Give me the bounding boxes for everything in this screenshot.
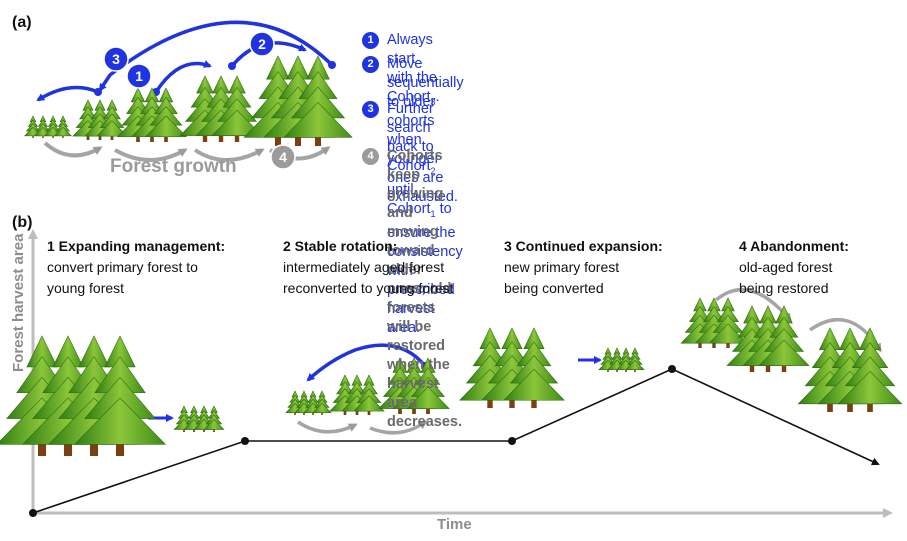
svg-text:1: 1 [135, 68, 143, 84]
tree-icon [353, 374, 385, 415]
growth-arrow [43, 141, 103, 158]
tree-icon [625, 347, 645, 372]
step-badge-icon: 1 [126, 63, 152, 89]
tree-icon [283, 55, 353, 146]
tree-icon [33, 115, 53, 138]
growth-arrow [297, 420, 358, 434]
legend-text: Further search back to Cohort [387, 101, 434, 174]
phase-4-label: 4 Abandonment: old-aged forest being res… [739, 238, 849, 296]
breakpoint [508, 437, 516, 445]
panel-b-axes [28, 229, 893, 518]
tree-icon [53, 115, 73, 138]
growth-arrow [369, 420, 428, 435]
step-badge-icon: 3 [362, 101, 379, 118]
step-badge-icon: 4 [270, 144, 296, 170]
legend-text: Always start with the Cohort [387, 32, 437, 105]
tree-icon [144, 87, 188, 142]
svg-text:4: 4 [279, 149, 287, 165]
search-arrow [98, 20, 334, 92]
step-badge-icon: 2 [249, 31, 275, 57]
breakpoint [29, 509, 37, 517]
breakpoint [668, 365, 676, 373]
step-badge-icon: 3 [103, 46, 129, 72]
step-badge-icon: 2 [362, 56, 379, 73]
tree-icon [96, 99, 128, 140]
step-badge-icon: 1 [362, 32, 379, 49]
step-badges: 1 2 3 4 [103, 31, 296, 170]
tree-icon [203, 405, 225, 432]
svg-text:3: 3 [112, 51, 120, 67]
search-arrow [36, 85, 99, 102]
step-badge-icon: 4 [362, 148, 379, 165]
search-arrow [154, 60, 212, 93]
x-axis-label: Time [437, 516, 472, 533]
growth-arrow [193, 148, 265, 162]
tree-icon [211, 75, 263, 142]
phase-1-label: 1 Expanding management: convert primary … [47, 238, 226, 296]
forest-growth-label: Forest growth [110, 156, 237, 177]
phase-2-label: 2 Stable rotation: intermediately aged f… [283, 238, 454, 296]
panel-a-label: (a) [12, 14, 32, 31]
tree-icon [503, 327, 565, 408]
tree-icon [406, 357, 450, 414]
phase-3-label: 3 Continued expansion: new primary fores… [504, 238, 663, 296]
svg-text:2: 2 [258, 36, 266, 52]
breakpoint [241, 437, 249, 445]
tree-icon [73, 335, 167, 456]
tree-icon [837, 327, 903, 412]
panel-b-label: (b) [12, 214, 33, 231]
tree-icon [758, 305, 810, 372]
tree-icon [694, 297, 734, 348]
rotation-arrow [306, 343, 427, 382]
tree-icon [708, 297, 748, 348]
legend-text: Move sequentially to older cohorts when … [387, 56, 464, 186]
tree-groups [0, 55, 903, 456]
y-axis-label: Forest harvest area [10, 233, 27, 372]
growth-arrow [114, 148, 188, 162]
tree-icon [312, 390, 332, 415]
legend-text: Cohorts keep growing and moving toward o… [387, 148, 452, 316]
